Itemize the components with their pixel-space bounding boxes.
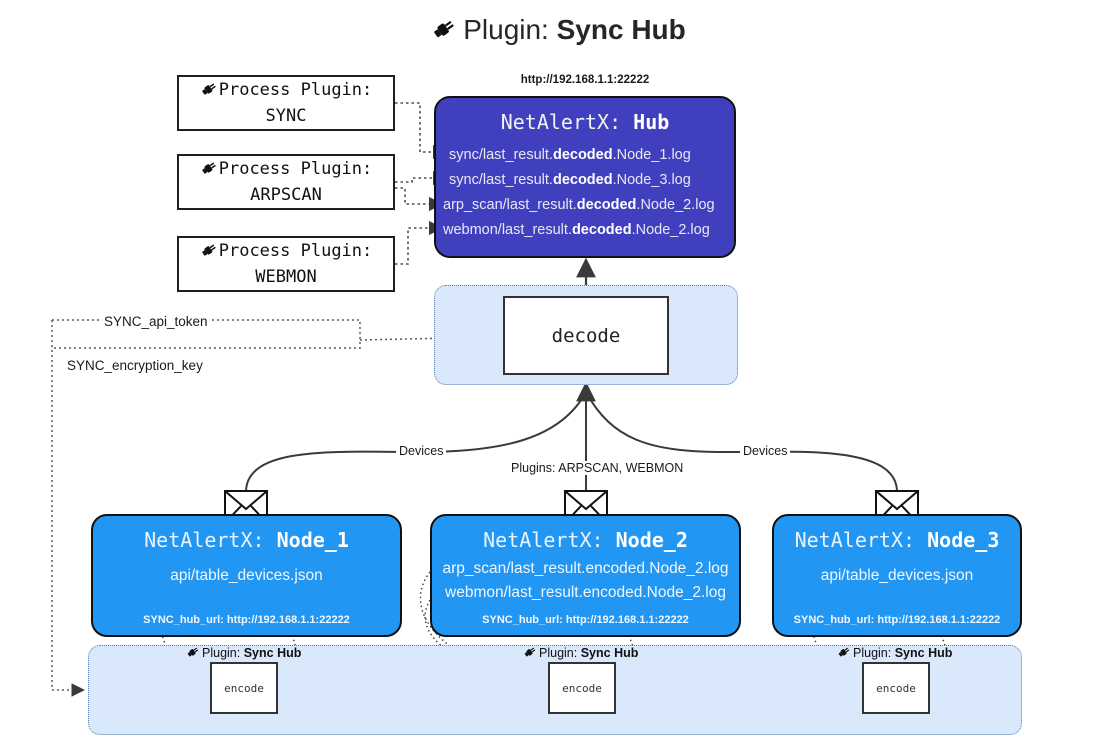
encoder-plugin-prefix: Plugin: bbox=[202, 646, 241, 660]
node-app: NetAlertX: bbox=[483, 528, 604, 552]
encode-box[interactable]: encode bbox=[548, 662, 616, 714]
plug-icon bbox=[186, 645, 200, 662]
process-plugin-name: SYNC bbox=[265, 105, 307, 126]
hub-log-item: sync/last_result.decoded.Node_3.log bbox=[449, 172, 691, 188]
encoder-plugin-name: Sync Hub bbox=[580, 646, 639, 660]
hub-title: NetAlertX: Hub bbox=[436, 110, 734, 134]
hub-name: Hub bbox=[633, 110, 670, 134]
node-app: NetAlertX: bbox=[794, 528, 916, 552]
page-title-prefix: Plugin: bbox=[463, 14, 549, 45]
encoder-plugin-label: Plugin: Sync Hub bbox=[837, 645, 952, 662]
page-title-name: Sync Hub bbox=[556, 14, 686, 45]
encoder-plugin-prefix: Plugin: bbox=[539, 646, 578, 660]
edge-label-devices-left: Devices bbox=[396, 444, 447, 458]
encoder-plugin-label: Plugin: Sync Hub bbox=[186, 645, 301, 662]
node-data-line: api/table_devices.json bbox=[170, 567, 323, 584]
plug-icon bbox=[837, 645, 851, 662]
hub-log-item: arp_scan/last_result.decoded.Node_2.log bbox=[443, 197, 715, 213]
plug-icon bbox=[523, 645, 537, 662]
node-title: NetAlertX: Node_2 bbox=[432, 528, 739, 552]
hub-app: NetAlertX: bbox=[500, 110, 622, 134]
node-data-line: api/table_devices.json bbox=[820, 567, 974, 584]
node-name: Node_3 bbox=[927, 528, 1000, 552]
hub-url: http://192.168.1.1:22222 bbox=[520, 74, 650, 86]
node-title: NetAlertX: Node_3 bbox=[774, 528, 1020, 552]
plug-icon bbox=[200, 241, 218, 266]
node-hub-url: SYNC_hub_url: http://192.168.1.1:22222 bbox=[143, 614, 350, 626]
node-name: Node_1 bbox=[276, 528, 349, 552]
encoder-plugin-name: Sync Hub bbox=[894, 646, 953, 660]
process-plugin-name: WEBMON bbox=[255, 266, 317, 287]
plug-icon bbox=[200, 159, 218, 184]
node-app: NetAlertX: bbox=[144, 528, 265, 552]
process-plugin-box-webmon[interactable]: Process Plugin: WEBMON bbox=[177, 236, 395, 292]
encode-box[interactable]: encode bbox=[862, 662, 930, 714]
encoder-plugin-name: Sync Hub bbox=[243, 646, 302, 660]
plug-icon bbox=[200, 80, 218, 105]
edge-label-plugins-center: Plugins: ARPSCAN, WEBMON bbox=[508, 461, 687, 475]
node-box-node-3[interactable]: NetAlertX: Node_3 api/table_devices.json… bbox=[772, 514, 1022, 637]
page-title: Plugin: Sync Hub bbox=[0, 14, 1117, 49]
node-name: Node_2 bbox=[615, 528, 688, 552]
node-hub-url: SYNC_hub_url: http://192.168.1.1:22222 bbox=[793, 614, 1001, 626]
process-plugin-label: Process Plugin: bbox=[218, 79, 373, 100]
node-box-node-2[interactable]: NetAlertX: Node_2 arp_scan/last_result.e… bbox=[430, 514, 741, 637]
encode-box[interactable]: encode bbox=[210, 662, 278, 714]
node-box-node-1[interactable]: NetAlertX: Node_1 api/table_devices.json… bbox=[91, 514, 402, 637]
node-title: NetAlertX: Node_1 bbox=[93, 528, 400, 552]
process-plugin-label: Process Plugin: bbox=[218, 158, 373, 179]
plug-icon bbox=[431, 16, 457, 49]
hub-log-list: sync/last_result.decoded.Node_1.log sync… bbox=[436, 143, 734, 243]
node-data-line: arp_scan/last_result.encoded.Node_2.log bbox=[442, 560, 729, 577]
encoder-plugin-label: Plugin: Sync Hub bbox=[523, 645, 638, 662]
encoder-plugin-prefix: Plugin: bbox=[853, 646, 892, 660]
decode-box[interactable]: decode bbox=[503, 296, 669, 375]
node-hub-url: SYNC_hub_url: http://192.168.1.1:22222 bbox=[482, 614, 689, 626]
process-plugin-label: Process Plugin: bbox=[218, 240, 373, 261]
hub-log-item: sync/last_result.decoded.Node_1.log bbox=[449, 147, 691, 163]
hub-box[interactable]: NetAlertX: Hub sync/last_result.decoded.… bbox=[434, 96, 736, 258]
process-plugin-box-arpscan[interactable]: Process Plugin: ARPSCAN bbox=[177, 154, 395, 210]
edge-label-devices-right: Devices bbox=[740, 444, 791, 458]
node-data-line: webmon/last_result.encoded.Node_2.log bbox=[445, 584, 726, 601]
hub-log-item: webmon/last_result.decoded.Node_2.log bbox=[443, 222, 710, 238]
secret-label-api-token: SYNC_api_token bbox=[100, 314, 212, 329]
process-plugin-name: ARPSCAN bbox=[250, 184, 322, 205]
process-plugin-box-sync[interactable]: Process Plugin: SYNC bbox=[177, 75, 395, 131]
secret-label-encryption-key: SYNC_encryption_key bbox=[63, 358, 207, 373]
